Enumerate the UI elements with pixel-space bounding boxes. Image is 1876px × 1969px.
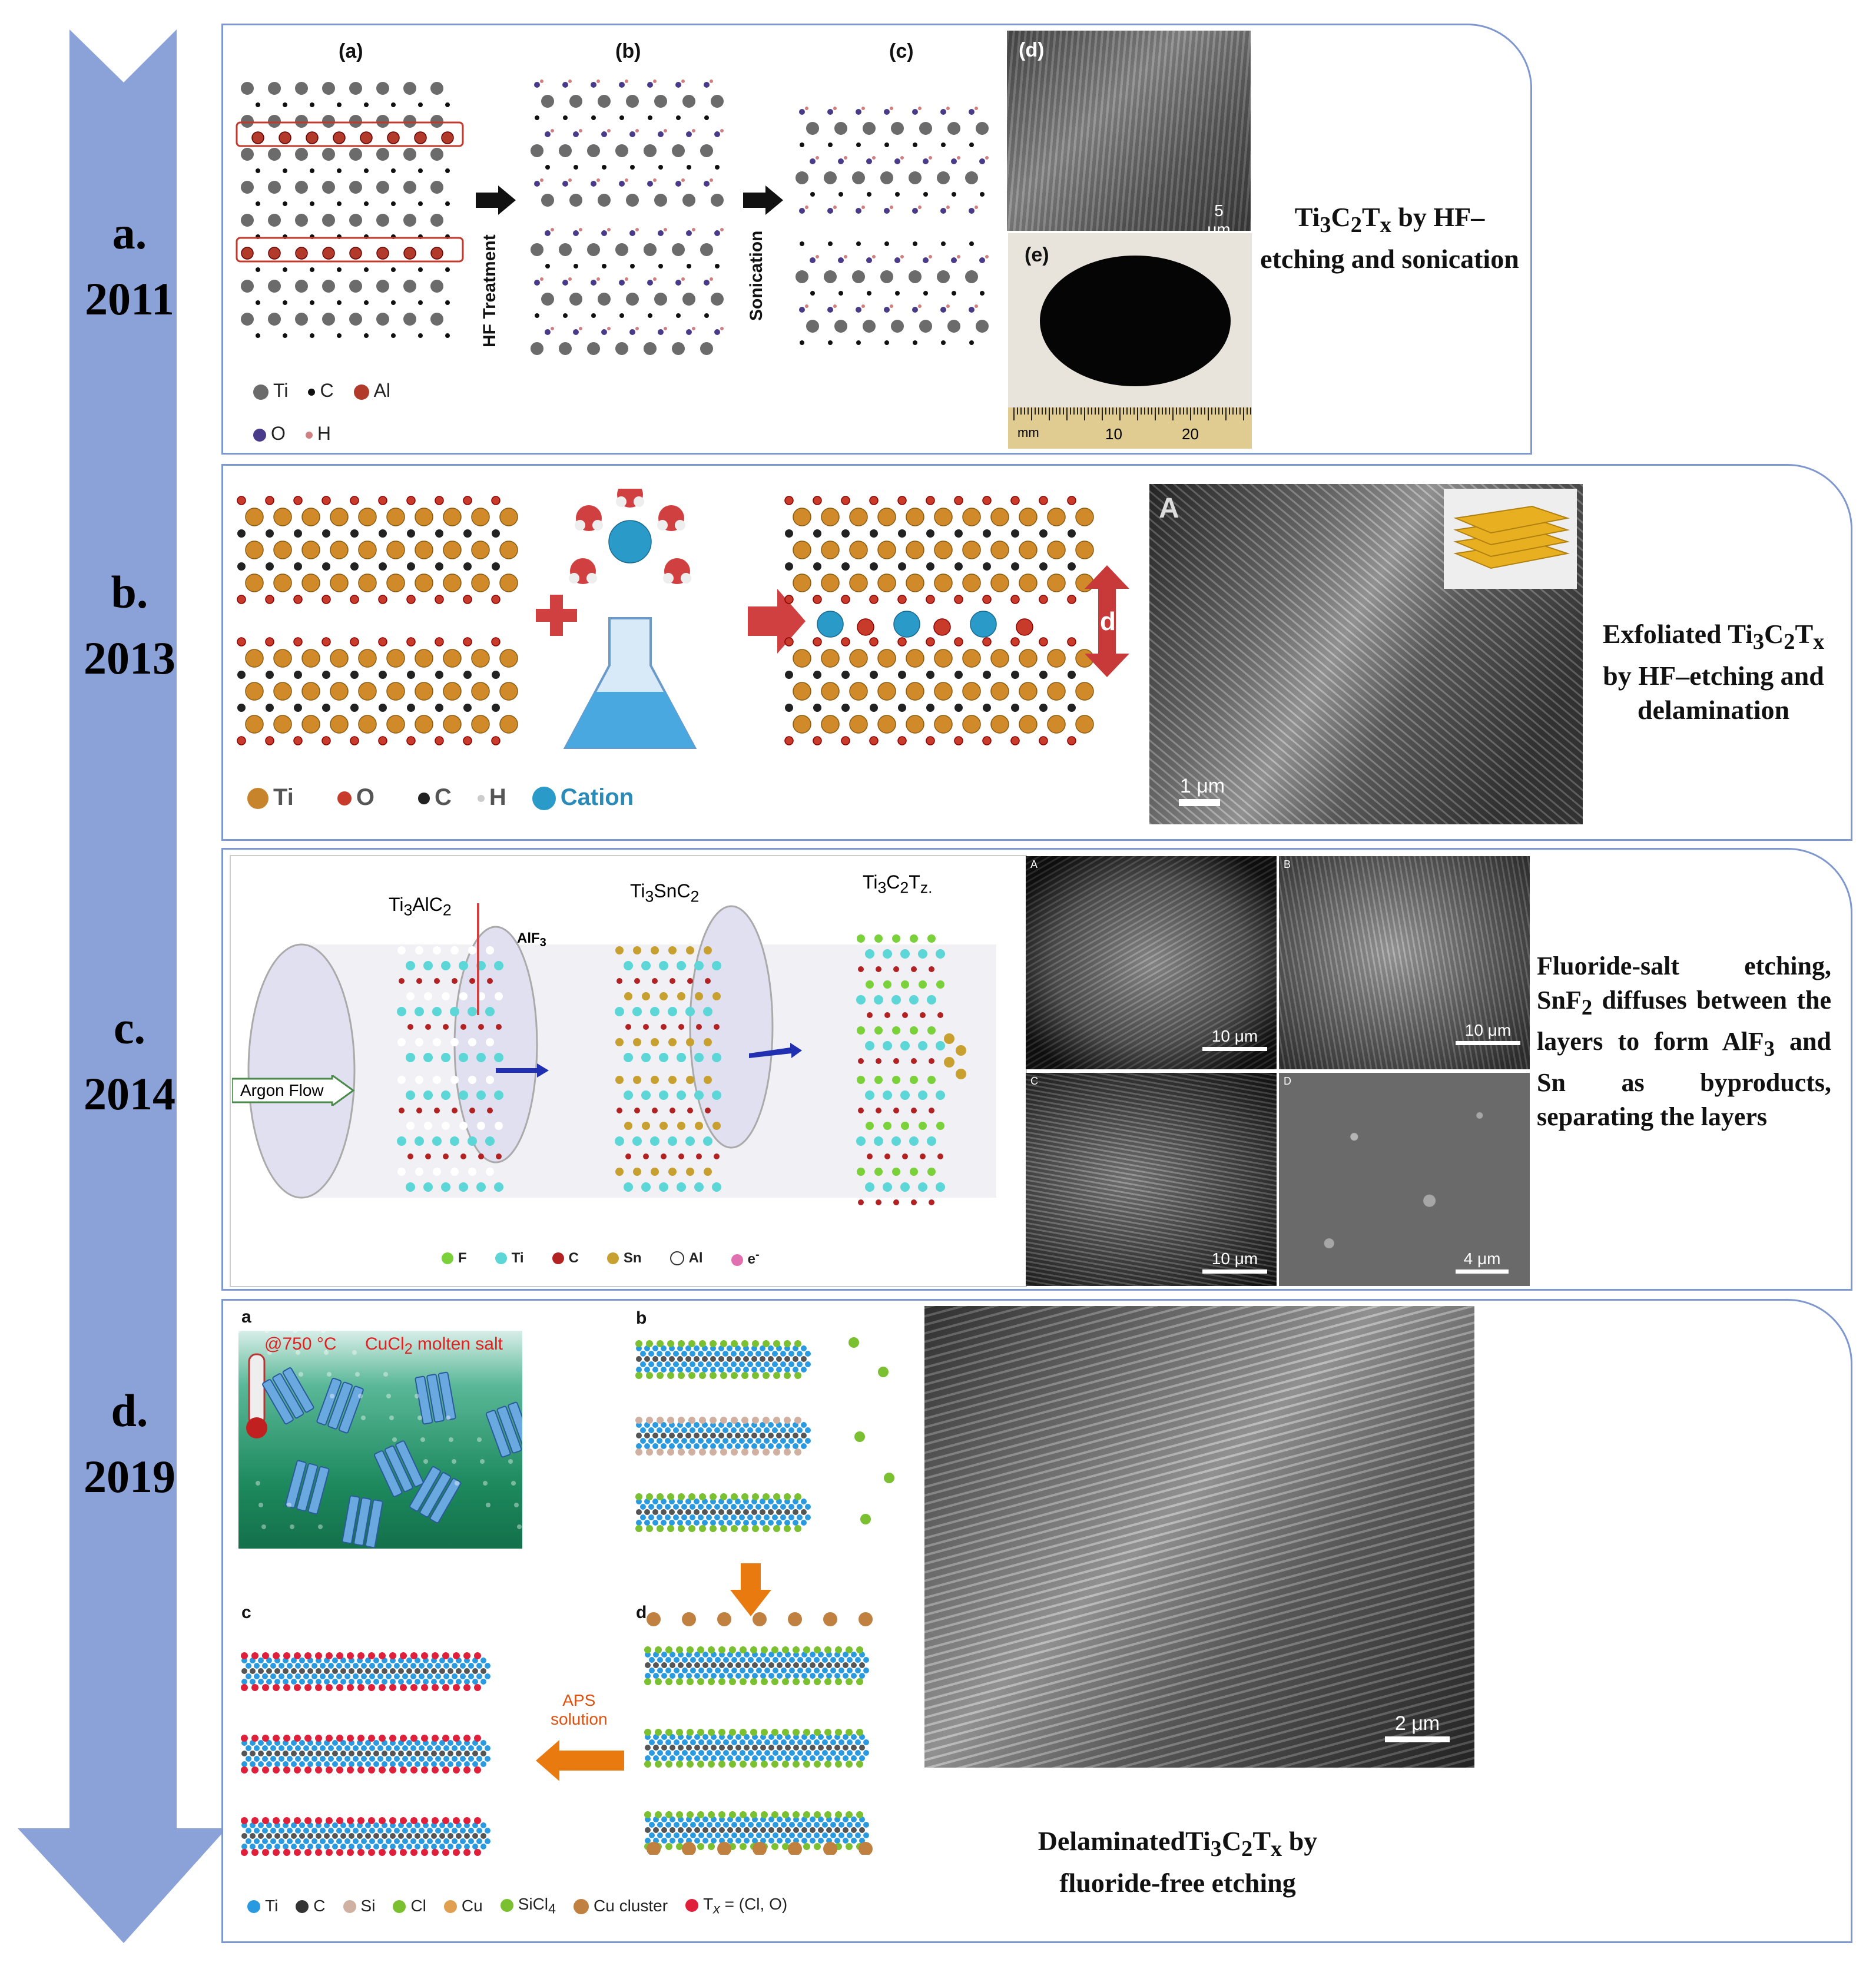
panel-a-legend-row1: Ti C Al [253,380,390,402]
panel-b-legend: Ti O C H Cation [247,784,634,811]
sem-image-d-2019: 2 μm [924,1306,1474,1768]
scale-bar-c-c: 10 μm [1202,1249,1267,1274]
legend-d-cl: Cl [393,1897,426,1915]
year-2011: a.2011 [85,207,174,324]
legend-d-cu: Cu [443,1897,483,1915]
legend-b-ti: Ti [247,784,294,811]
sem-b-label: A [1159,493,1179,524]
panel-d-label-a: a [241,1307,251,1327]
scale-bar-b: 1 μm [1173,775,1232,806]
sem-image-b: A 1 μm [1149,484,1583,824]
sem-image-c-c: C 10 μm [1026,1073,1277,1286]
panel-d-legend: Ti C Si Cl Cu SiCl4 Cu cluster Tx = (Cl,… [247,1895,787,1917]
scale-bar-d: 5 μm [1201,201,1237,231]
year-2019: d.2019 [84,1385,175,1502]
panel-2011 [221,24,1532,455]
legend-c-e: e- [731,1248,760,1268]
hf-treatment-label: HF Treatment [480,234,499,347]
caption-2011: Ti3C2Tx by HF–etching and sonication [1260,202,1519,274]
plus-sign [536,595,577,636]
tx-terminated-layers [241,1652,490,1856]
legend-h: H [305,423,331,445]
ruler: mm 10 20 [1008,407,1252,449]
legend-d-c: C [296,1897,326,1915]
photo-e-label: (e) [1025,244,1049,266]
photo-e: (e) mm 10 20 [1008,233,1252,449]
stage-ti3c2tz: Ti3C2Tz. [863,871,933,897]
panel-c-legend: F Ti C Sn Al e- [442,1248,760,1268]
d-spacing-arrow: d [1085,565,1129,677]
svg-text:d: d [1100,607,1116,636]
cl-terminated-layers [644,1612,873,1855]
year-2014: c.2014 [84,1002,175,1119]
legend-d-ti: Ti [247,1897,278,1915]
stage-ti3alc2: Ti3AlC2 [389,894,452,919]
legend-d-sicl4: SiCl4 [500,1895,556,1917]
legend-b-h: H [477,784,506,811]
etching-layers [635,1337,894,1532]
sem-image-d: (d) 5 μm [1007,31,1251,231]
sonication-label: Sonication [747,230,766,321]
legend-c-f: F [442,1250,467,1267]
tube-diagram [230,855,1027,1287]
panel-d-label-c: d [636,1603,647,1622]
year-2013: b.2013 [84,566,175,684]
sem-image-c-d: D 4 μm [1279,1073,1530,1286]
intercalated-structure [784,496,1094,745]
mxene-structure-left [237,496,518,745]
legend-c-c: C [552,1250,579,1267]
timeline-arrow [18,29,227,1943]
cation-flask [563,489,697,749]
hf-arrow [476,185,516,215]
legend-d-si: Si [343,1897,375,1915]
scale-bar-d-2019: 2 μm [1385,1712,1450,1742]
salt-label: CuCl2 molten salt [365,1334,503,1357]
legend-c-sn: Sn [606,1250,642,1267]
sonication-arrow [743,185,783,215]
sem-image-c-b: B 10 μm [1279,856,1530,1069]
legend-c-ti: Ti [495,1250,524,1267]
argon-flow-arrow: Argon Flow [232,1075,356,1106]
hf-etched-structure [531,79,724,355]
legend-b-c: C [417,784,452,811]
max-phase-structure [236,82,464,338]
panel-a-label-c: (c) [889,40,914,62]
aps-arrow [536,1740,624,1781]
scale-bar-c-b: 10 μm [1456,1021,1520,1045]
caption-2014: Fluoride-salt etching, SnF2 diffuses bet… [1537,952,1831,1131]
legend-b-o: O [337,784,374,811]
legend-d-cu-cluster: Cu cluster [574,1897,668,1915]
stage-ti3snc2: Ti3SnC2 [630,880,700,906]
legend-ti: Ti [253,380,288,402]
down-arrow-orange [730,1563,771,1616]
scale-bar-c-d: 4 μm [1456,1249,1509,1274]
molten-salt-bath: @750 °C CuCl2 molten salt [238,1331,522,1549]
legend-al: Al [353,380,390,402]
legend-d-tx: Tx = (Cl, O) [685,1895,787,1917]
legend-c: C [308,380,334,402]
sem-image-c-a: A 10 μm [1026,856,1277,1069]
scale-bar-c-a: 10 μm [1202,1027,1267,1051]
panel-a-legend-row2: O H [253,423,331,445]
panel-d-label-b: b [636,1308,647,1328]
panel-d-label-d: c [241,1603,251,1622]
sem-d-label: (d) [1019,39,1045,61]
intercalation-arrow [748,589,806,654]
temp-label: @750 °C [264,1334,337,1354]
legend-o: O [253,423,286,445]
panel-a-label-b: (b) [615,40,641,62]
legend-c-al: Al [669,1250,703,1267]
alf3-label: AlF3 [517,930,546,949]
legend-b-cation: Cation [532,784,634,811]
delaminated-structure [796,107,989,345]
layer-inset [1444,489,1577,589]
panel-a-label-a: (a) [339,40,363,62]
